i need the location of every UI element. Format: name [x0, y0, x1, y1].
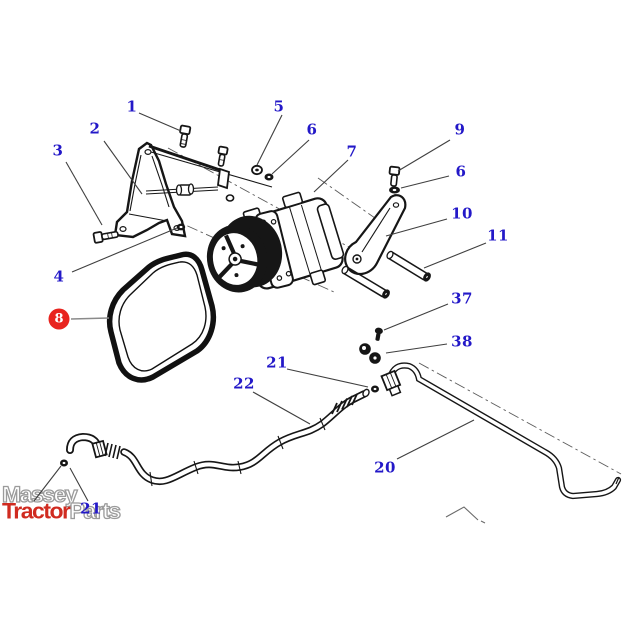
leader-line-22: [252, 391, 311, 425]
leader-line-8: [70, 317, 110, 320]
top-bolt: [179, 124, 192, 148]
o-ring-upper: [371, 385, 379, 393]
part-label-10: 10: [451, 204, 473, 223]
support-strap: [344, 194, 407, 276]
part-label-20: 20: [374, 458, 396, 477]
part-label-1: 1: [126, 97, 138, 116]
reference-mark: [445, 506, 486, 524]
leader-line-37: [383, 303, 449, 331]
leader-line-6a: [271, 139, 310, 175]
leader-line-21b: [69, 467, 89, 502]
brand-word-tractor: Tractor: [2, 498, 71, 524]
brand-line2: TractorParts: [2, 499, 122, 523]
part-label-37: 37: [451, 289, 473, 308]
part-label-38: 38: [451, 332, 473, 351]
part-label-9: 9: [454, 120, 466, 139]
leader-line-11: [423, 242, 487, 269]
leader-line-10: [385, 218, 448, 237]
part-label-5: 5: [273, 97, 285, 116]
leader-line-5: [256, 114, 283, 166]
o-ring-lower: [60, 459, 68, 467]
discharge-pipe: [380, 362, 622, 500]
part-label-21b: 21: [80, 499, 102, 518]
leader-line-4: [71, 227, 178, 273]
leader-line-21b: [33, 465, 62, 502]
drive-belt: [106, 251, 217, 383]
part-label-11: 11: [487, 226, 509, 245]
compressor: [206, 191, 345, 293]
part-label-2: 2: [89, 119, 101, 138]
part-label-4: 4: [53, 267, 65, 286]
spacer-washer: [225, 194, 235, 202]
pipe-union-nut: [380, 369, 402, 397]
part-label-3: 3: [52, 141, 64, 160]
leader-line-7: [313, 159, 349, 193]
bracket-support-arm: [145, 144, 273, 196]
leader-line-6b: [400, 175, 450, 189]
strap-pin-right: [386, 250, 431, 282]
part-label-22: 22: [233, 374, 255, 393]
suction-hose: [66, 388, 370, 487]
part-label-6b: 6: [455, 162, 467, 181]
strap-pin-left: [341, 265, 390, 299]
leader-line-21a: [286, 368, 369, 388]
leader-line-9: [397, 139, 451, 172]
leader-line-20: [396, 419, 475, 460]
brand-word-parts: Parts: [69, 498, 122, 524]
leader-line-3: [65, 161, 103, 226]
middle-bolt: [217, 145, 229, 167]
lock-washer: [264, 173, 274, 181]
spacer-nut: [176, 223, 186, 231]
part-label-21a: 21: [266, 353, 288, 372]
part-label-7: 7: [346, 142, 358, 161]
strap-bolt: [388, 165, 401, 187]
part-label-6a: 6: [306, 120, 318, 139]
mounting-bracket: [113, 141, 187, 239]
leader-line-38: [385, 343, 448, 354]
clamp-screw: [374, 327, 383, 341]
part-label-8: 8: [48, 308, 70, 330]
hose-clamp: [359, 343, 381, 364]
pivot-bolt: [92, 230, 119, 244]
leader-line-1: [138, 112, 182, 132]
brand-watermark: Massey TractorParts: [1, 482, 122, 523]
flat-washer: [251, 164, 263, 176]
leader-line-2: [103, 140, 143, 195]
clutch-pulley: [206, 215, 283, 293]
